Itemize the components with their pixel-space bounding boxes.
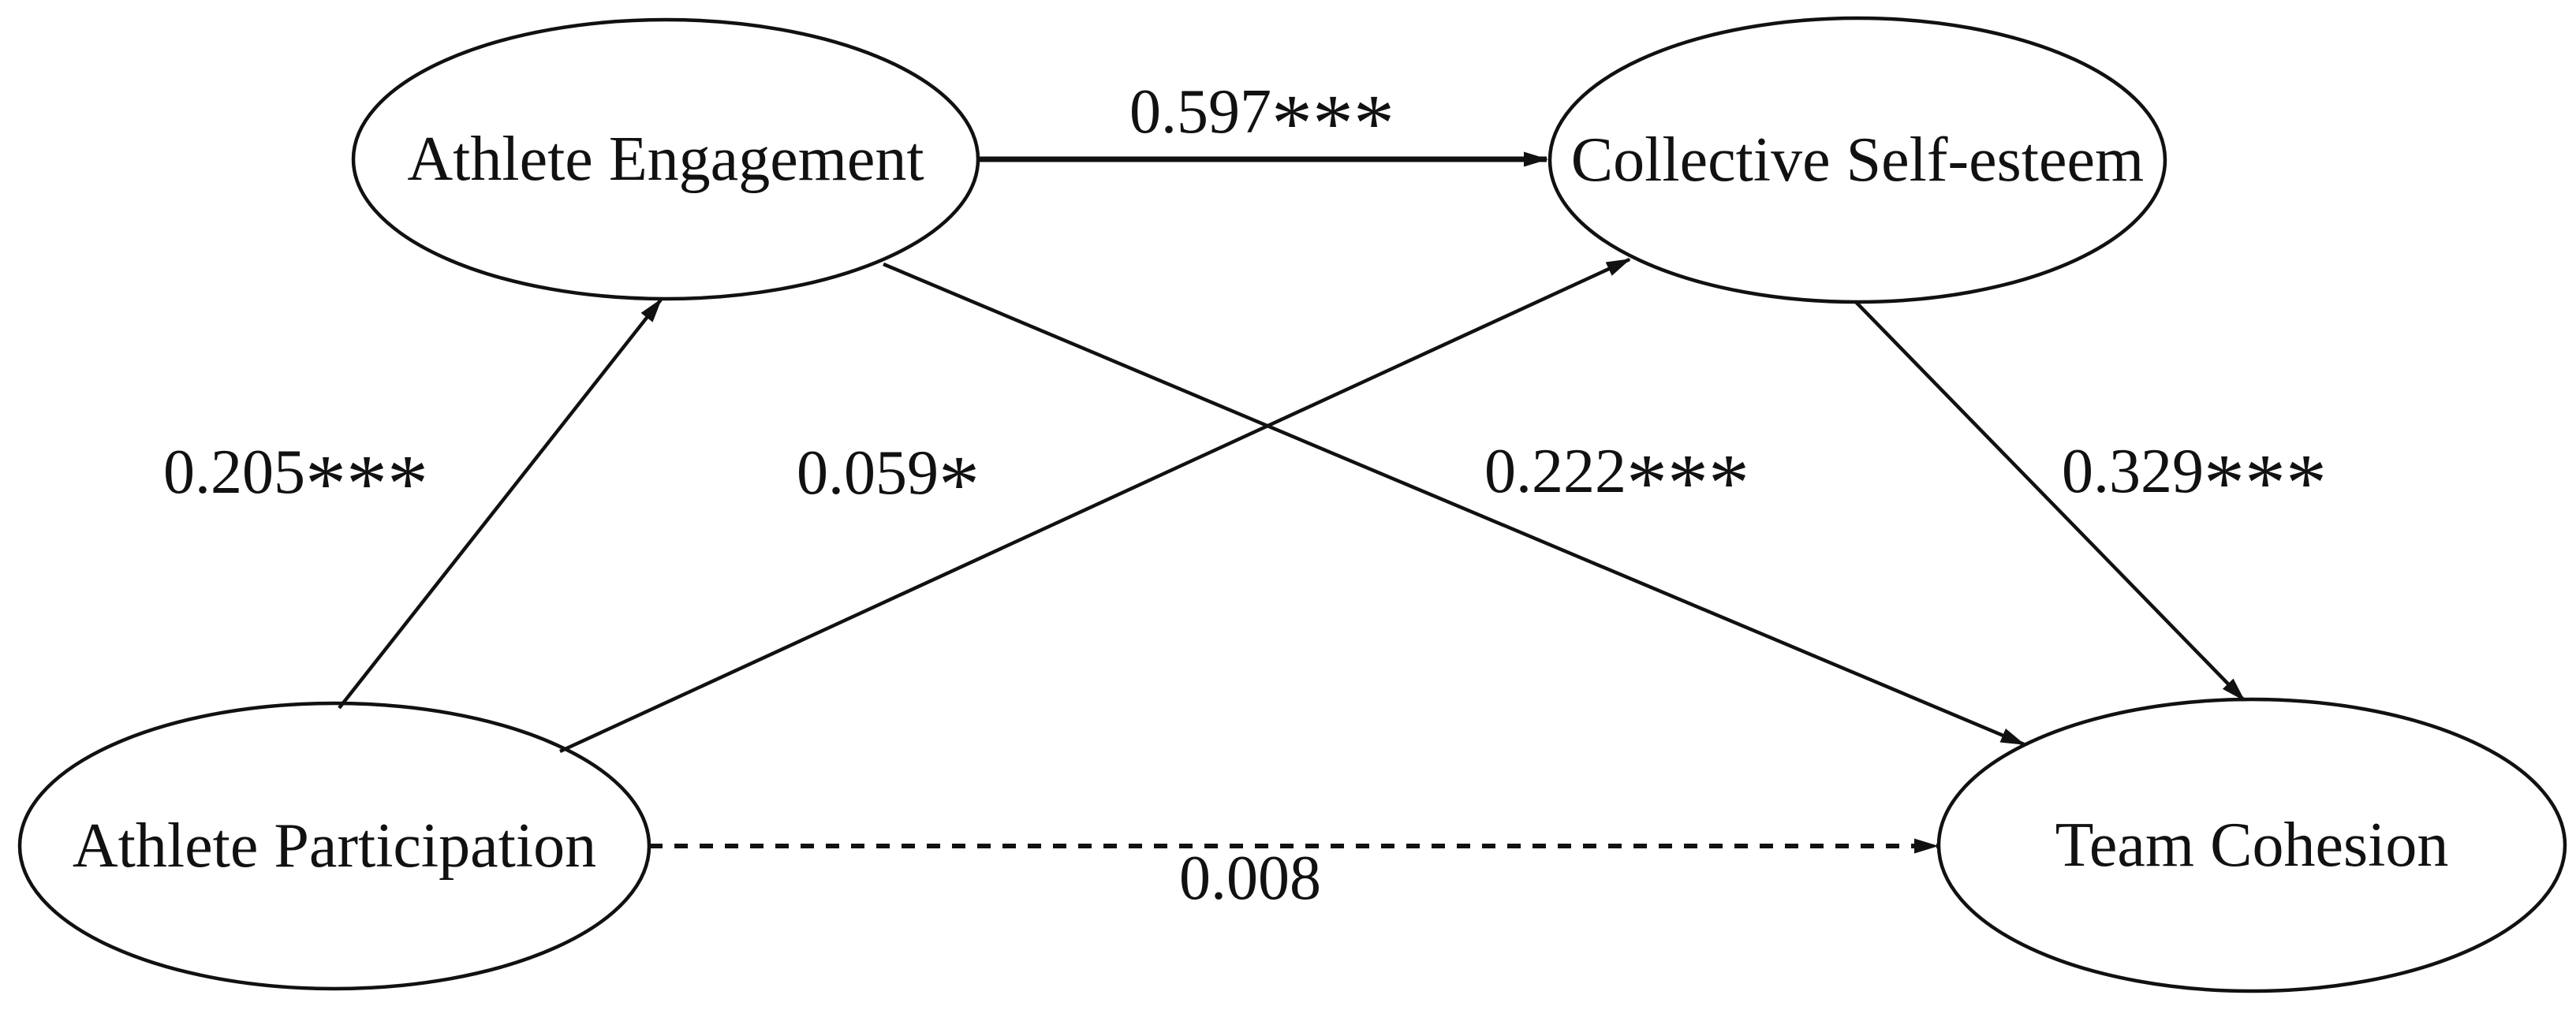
coefficient-participation-to-cohesion: 0.008 xyxy=(1179,844,1321,913)
path-arrow-engagement-to-cohesion xyxy=(883,262,2025,747)
coefficient-engagement-to-cohesion: 0.222*** xyxy=(1484,437,1749,528)
node-label-athlete-engagement: Athlete Engagement xyxy=(407,125,924,194)
path-arrow-selfesteem-to-cohesion xyxy=(1854,300,2246,702)
node-label-team-cohesion: Team Cohesion xyxy=(2055,811,2449,880)
coefficient-participation-to-selfesteem: 0.059* xyxy=(797,438,980,530)
coefficient-selfesteem-to-cohesion: 0.329*** xyxy=(2062,437,2327,528)
node-ellipse-team-cohesion xyxy=(1936,697,2567,993)
node-team-cohesion: Team Cohesion xyxy=(1936,697,2567,993)
labels-layer: 0.597*** 0.205*** 0.059* 0.222*** 0.329*** 0.… xyxy=(163,77,2327,913)
node-label-athlete-participation: Athlete Participation xyxy=(73,811,596,881)
coefficient-engagement-to-selfesteem: 0.597*** xyxy=(1129,77,1394,169)
coefficient-participation-to-engagement: 0.205*** xyxy=(163,438,428,529)
node-collective-self-esteem: Collective Self-esteem xyxy=(1547,16,2167,304)
edges-layer xyxy=(338,151,2246,854)
path-arrow-participation-to-engagement xyxy=(338,298,663,710)
node-athlete-engagement: Athlete Engagement xyxy=(351,17,980,301)
node-label-collective-self-esteem: Collective Self-esteem xyxy=(1571,125,2144,195)
node-athlete-participation: Athlete Participation xyxy=(17,701,651,991)
nodes-layer: Athlete Engagement Collective Self-esteem… xyxy=(17,16,2567,993)
path-arrow-participation-to-selfesteem xyxy=(559,257,1631,754)
